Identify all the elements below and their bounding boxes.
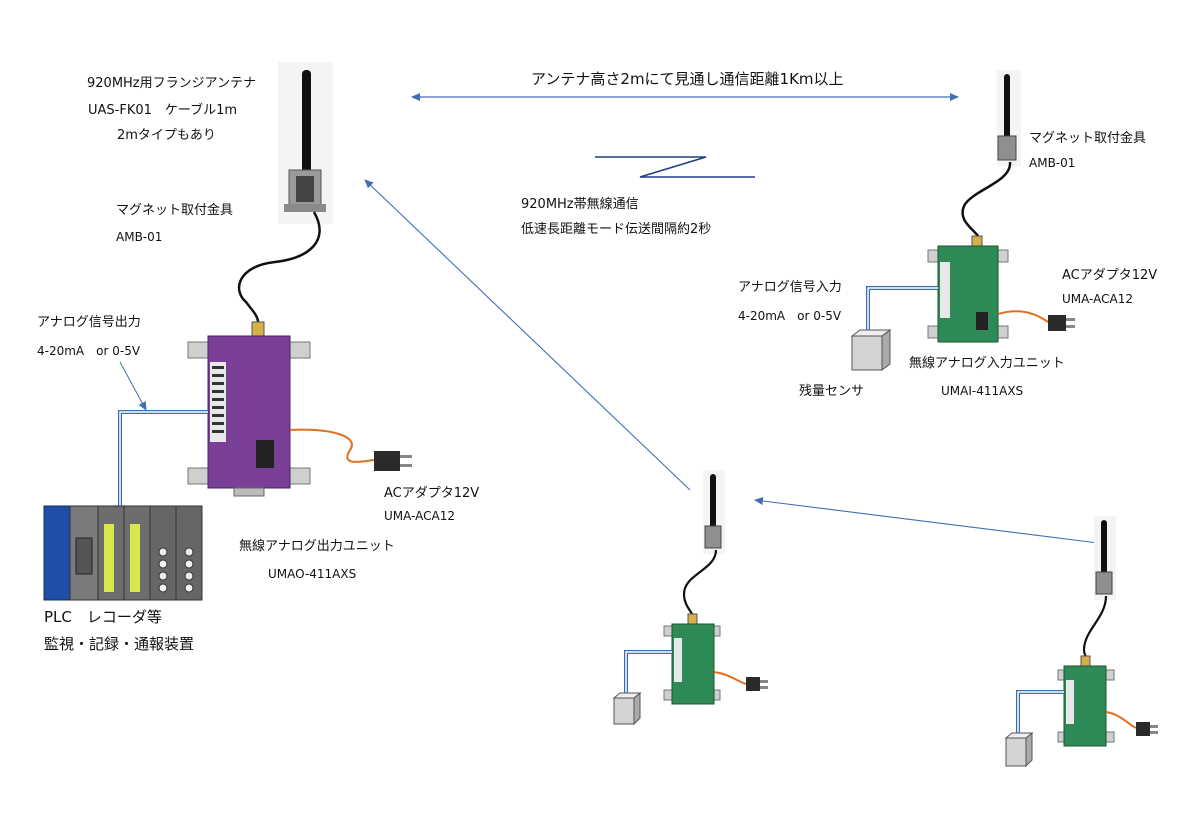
signal-cable-out — [118, 410, 208, 506]
power-cable-right-node — [1105, 711, 1137, 729]
antenna-cable-right — [1082, 595, 1108, 659]
antenna-mid — [703, 470, 725, 554]
wireless-symbol — [595, 156, 755, 178]
antenna-cable-left — [237, 211, 321, 323]
input-unit — [927, 245, 1009, 343]
sensor-mid — [612, 691, 642, 726]
output-unit — [187, 335, 311, 497]
wireless-band-label: 920MHz帯無線通信 — [521, 197, 639, 212]
ac-right-title: ACアダプタ12V — [1062, 268, 1158, 283]
unit-right — [1057, 665, 1115, 747]
ac-right-model: UMA-ACA12 — [1062, 292, 1134, 306]
ac-adapter-right-node — [1136, 722, 1158, 736]
connector-left — [251, 321, 265, 337]
main-antenna — [278, 62, 333, 224]
plc-title: PLC レコーダ等 — [44, 608, 162, 626]
wireless-mode-label: 低速長距離モード伝送間隔約2秒 — [521, 222, 712, 237]
magnet-left-model: AMB-01 — [116, 230, 163, 244]
sensor-label: 残量センサ — [799, 384, 865, 399]
output-unit-title: 無線アナログ出力ユニット — [239, 539, 395, 554]
antenna-2m-label: 2mタイプもあり — [117, 128, 216, 143]
unit-mid — [663, 623, 721, 705]
power-cable-mid — [713, 671, 747, 685]
range-label: アンテナ高さ2mにて見通し通信距離1Km以上 — [531, 70, 844, 88]
ac-adapter-left — [374, 451, 412, 471]
ac-left-model: UMA-ACA12 — [384, 509, 456, 523]
link-arrow-right — [754, 497, 1099, 544]
analog-out-pointer — [119, 361, 147, 411]
analog-in-range: 4-20mA or 0-5V — [738, 309, 842, 323]
link-arrow-mid — [364, 179, 691, 491]
magnet-right-title: マグネット取付金具 — [1029, 131, 1147, 146]
plc-desc: 監視・記録・通報装置 — [44, 635, 195, 653]
antenna-cable-top-right — [961, 161, 1012, 237]
antenna-cable-label: UAS-FK01 ケーブル1m — [88, 103, 238, 118]
sensor-top-right — [850, 329, 892, 371]
analog-in-title: アナログ信号入力 — [738, 280, 842, 295]
power-cable-left — [289, 428, 375, 463]
ac-adapter-mid — [746, 677, 768, 691]
magnet-right-model: AMB-01 — [1029, 156, 1076, 170]
antenna-right — [1094, 516, 1116, 600]
sensor-right — [1004, 731, 1034, 768]
power-cable-right — [997, 310, 1049, 323]
output-unit-model: UMAO-411AXS — [268, 567, 357, 581]
antenna-top-right — [997, 70, 1021, 166]
magnet-left-title: マグネット取付金具 — [116, 203, 234, 218]
analog-out-title: アナログ信号出力 — [37, 315, 141, 330]
plc-rack — [43, 505, 203, 601]
input-unit-title: 無線アナログ入力ユニット — [909, 356, 1065, 371]
ac-adapter-right — [1048, 315, 1075, 331]
antenna-model-label: 920MHz用フランジアンテナ — [87, 76, 257, 91]
analog-out-range: 4-20mA or 0-5V — [37, 344, 141, 358]
ac-left-title: ACアダプタ12V — [384, 486, 480, 501]
signal-cable-right — [1016, 690, 1064, 738]
input-unit-model: UMAI-411AXS — [941, 384, 1024, 398]
antenna-cable-mid — [682, 549, 718, 615]
